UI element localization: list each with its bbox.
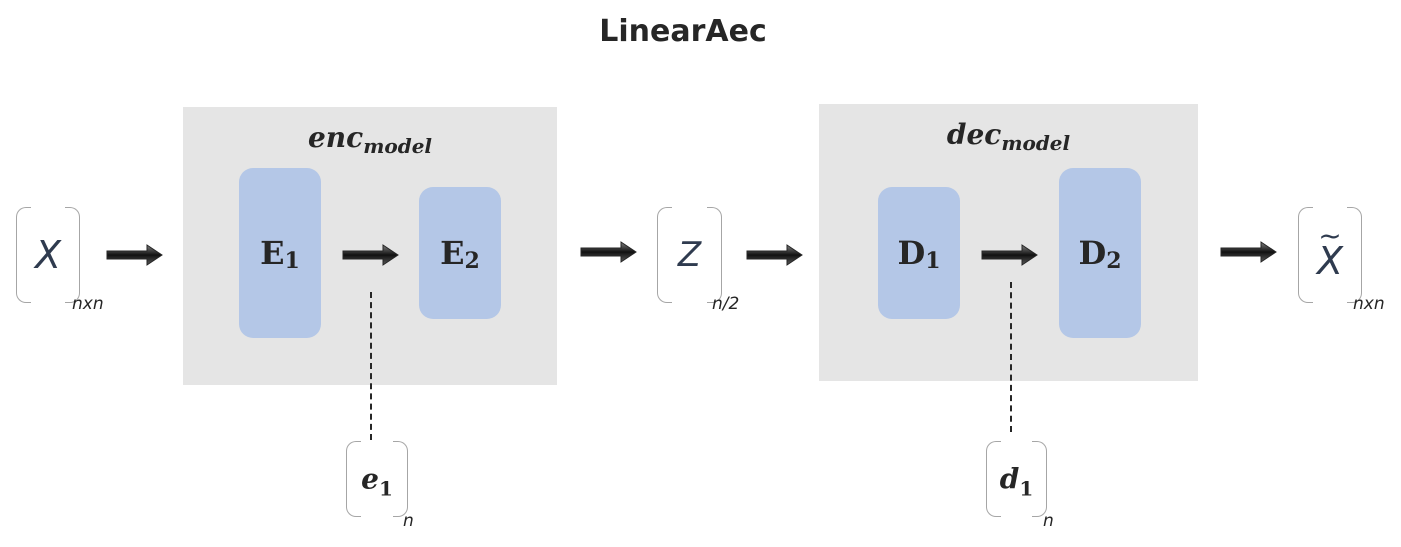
decoder-tap-symbol: d1 — [986, 462, 1047, 501]
encoder-tap-symbol: e1 — [346, 462, 408, 501]
output-vector: ~ X — [1298, 207, 1362, 303]
arrow-decoder-to-output — [1220, 241, 1277, 263]
encoder-tap-dimension: n — [403, 511, 414, 531]
block-subscript: 1 — [925, 248, 941, 274]
tap-subscript: 1 — [1019, 476, 1034, 501]
input-symbol: X — [34, 233, 62, 277]
tap-subscript: 1 — [378, 476, 393, 501]
encoder-tap-vector: e1 — [346, 441, 408, 517]
tap-letter: e — [361, 462, 379, 496]
decoder-tap-line — [1010, 282, 1012, 432]
right-bracket — [393, 441, 408, 517]
block-letter: E — [440, 234, 465, 272]
left-bracket — [346, 441, 361, 517]
right-bracket — [65, 207, 80, 303]
encoder-label: encmodel — [183, 121, 557, 158]
left-bracket — [16, 207, 31, 303]
arrow-latent-to-decoder — [746, 244, 803, 266]
latent-vector: Z — [657, 207, 722, 303]
right-bracket — [1032, 441, 1047, 517]
decoder-label: decmodel — [819, 118, 1198, 155]
encoder-label-text: enc — [307, 121, 364, 154]
block-subscript: 1 — [284, 248, 300, 274]
output-symbol: X — [1316, 238, 1344, 283]
diagram-title: LinearAec — [599, 14, 767, 49]
decoder-label-text: dec — [946, 118, 1002, 151]
decoder-panel: decmodel — [819, 104, 1198, 381]
right-bracket — [1347, 207, 1362, 303]
input-vector: X — [16, 207, 80, 303]
arrow-encoder-to-latent — [580, 241, 637, 263]
left-bracket — [657, 207, 672, 303]
tap-letter: d — [999, 462, 1020, 496]
left-bracket — [1298, 207, 1313, 303]
left-bracket — [986, 441, 1001, 517]
encoder-label-subscript: model — [363, 134, 433, 158]
decoder-label-subscript: model — [1001, 131, 1071, 155]
output-dimension: nxn — [1353, 294, 1385, 314]
decoder-tap-vector: d1 — [986, 441, 1047, 517]
right-bracket — [707, 207, 722, 303]
block-letter: E — [260, 234, 285, 272]
block-subscript: 2 — [1106, 248, 1122, 274]
input-dimension: nxn — [72, 294, 104, 314]
block-letter: D — [897, 234, 926, 272]
arrow-input-to-encoder — [106, 244, 163, 266]
encoder-tap-line — [370, 292, 372, 440]
arrow-e1-to-e2 — [342, 244, 399, 266]
output-tilde-accent: ~ — [1318, 219, 1342, 252]
block-letter: D — [1078, 234, 1107, 272]
decoder-tap-dimension: n — [1043, 511, 1054, 531]
block-subscript: 2 — [464, 248, 480, 274]
latent-dimension: n/2 — [712, 294, 740, 314]
arrow-d1-to-d2 — [981, 244, 1038, 266]
latent-symbol: Z — [677, 235, 702, 275]
